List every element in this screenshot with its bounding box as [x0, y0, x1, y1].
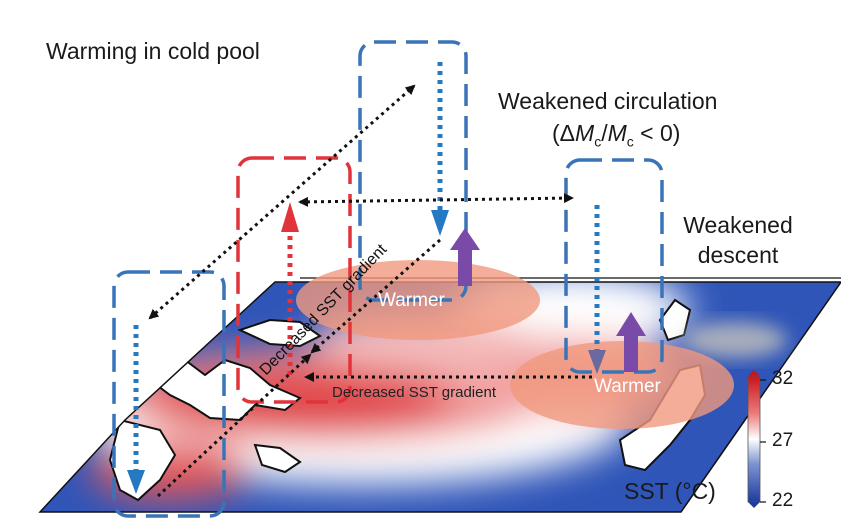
warmer-label-east: Warmer: [594, 376, 661, 397]
weakened-descent-label-line1: Weakened: [683, 212, 793, 238]
colorbar-tick-32: 32: [772, 368, 794, 389]
colorbar-tick-27: 27: [772, 430, 794, 451]
colorbar-title: SST (°C): [624, 478, 716, 504]
diag-surface-arrow: [310, 238, 441, 354]
warmer-region-east: [510, 341, 734, 429]
colorbar-tick-22: 22: [772, 490, 794, 511]
descent-arrow-east: [588, 205, 606, 374]
descent-arrow-cold-pool: [431, 62, 449, 236]
colorbar: [747, 370, 766, 508]
warming-arrow-east: [616, 312, 646, 372]
cold-pool-label: Warming in cold pool: [46, 38, 260, 64]
circulation-arrows: [148, 84, 592, 498]
upper-level-arrow: [298, 193, 574, 207]
warming-arrow-west: [450, 228, 480, 286]
weakened-descent-label-line2: descent: [697, 242, 779, 268]
cold-pool-upper-arrow: [148, 84, 416, 320]
warmer-label-west: Warmer: [378, 290, 445, 311]
weakened-circulation-label: Weakened circulation: [498, 88, 718, 114]
descent-arrow-west: [127, 325, 145, 494]
sst-gradient-horizontal-label: Decreased SST gradient: [332, 384, 496, 401]
descent-box-east: [564, 158, 664, 374]
circulation-formula: (ΔMc/Mc < 0): [552, 120, 681, 150]
cloud: [683, 322, 787, 358]
